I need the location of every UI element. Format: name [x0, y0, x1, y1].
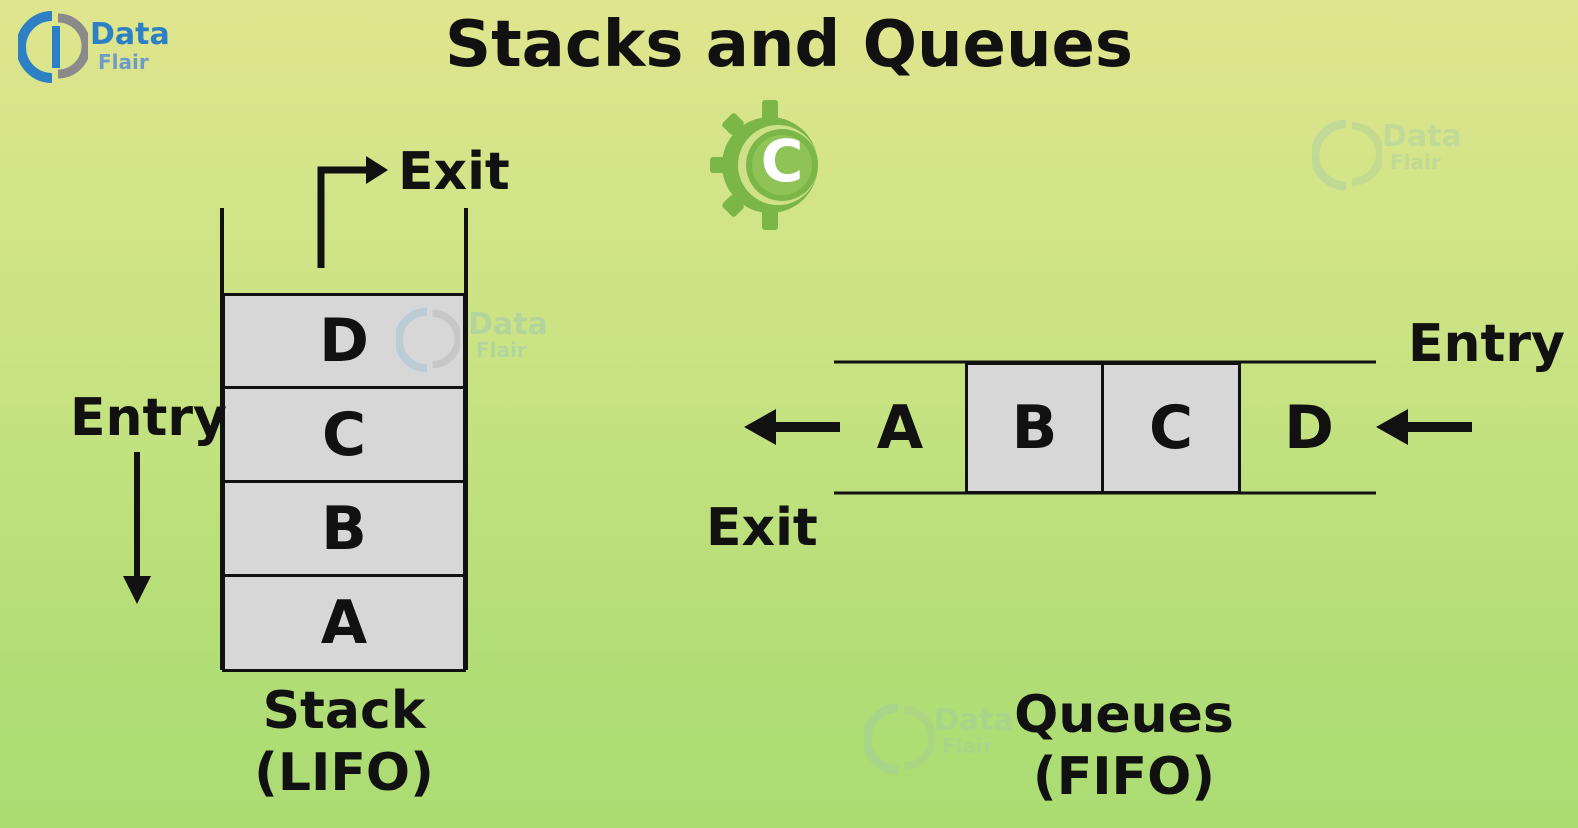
gear-icon [710, 100, 818, 230]
queue-cell-label: D [1284, 392, 1334, 463]
logo-subtext: Flair [98, 50, 149, 74]
queue-caption-title: Queues [1014, 685, 1234, 745]
stack-diagram: Exit D C B A Data Flair Entry Stack (LIF… [0, 0, 600, 828]
stack-exit-arrow-icon [317, 156, 388, 268]
watermark-logo-stack: Data Flair [396, 304, 556, 374]
logo-text: Data [90, 17, 170, 52]
queue-cell-label: A [876, 392, 924, 463]
stack-cell: B [222, 480, 466, 577]
stack-cell-label: C [321, 399, 367, 470]
stack-cell-label: A [320, 588, 368, 658]
queue-cell: C [1101, 362, 1241, 494]
stack-cell: A [222, 574, 466, 672]
queue-cell: D [1241, 363, 1377, 492]
watermark-text: Data [934, 703, 1014, 738]
queue-diagram: A B C D Exit Entry Queues (FIFO) [600, 0, 1578, 828]
stack-cell-label: D [319, 306, 369, 376]
stack-caption-subtitle: (LIFO) [254, 743, 434, 804]
page-title: Stacks and Queues [444, 8, 1134, 82]
stack-caption-title: Stack [262, 681, 426, 741]
watermark-text: Data [1382, 119, 1462, 154]
watermark-logo-bottom: Data Flair [864, 700, 1024, 780]
queue-caption: Queues (FIFO) [1014, 684, 1234, 809]
queue-cell: A [834, 363, 966, 492]
queue-entry-arrow-icon [1376, 409, 1472, 445]
stack-entry-arrow-icon [123, 452, 151, 604]
watermark-text: Data [468, 307, 548, 342]
dataflair-logo-icon [18, 11, 88, 83]
queue-cell-label: C [1148, 393, 1194, 463]
watermark-icon [1312, 119, 1382, 191]
stack-caption: Stack (LIFO) [224, 680, 464, 805]
c-language-badge: C [708, 94, 828, 236]
watermark-logo: Data Flair [1312, 116, 1472, 196]
stack-entry-label: Entry [70, 388, 227, 448]
badge-letter: C [760, 127, 804, 195]
watermark-icon [396, 307, 460, 373]
stack-cell: D [222, 293, 466, 389]
queue-caption-subtitle: (FIFO) [1032, 747, 1216, 808]
queue-entry-label: Entry [1408, 314, 1565, 374]
watermark-subtext: Flair [476, 338, 527, 362]
watermark-subtext: Flair [1390, 150, 1441, 174]
watermark-subtext: Flair [942, 734, 993, 758]
brand-logo: Data Flair [18, 8, 178, 88]
queue-cell-label: B [1011, 393, 1058, 463]
stack-cell: C [222, 386, 466, 483]
stack-cell-label: B [321, 493, 367, 564]
queue-exit-arrow-icon [744, 409, 840, 445]
watermark-icon [864, 703, 934, 775]
stack-exit-label: Exit [398, 142, 510, 202]
queue-cell: B [965, 362, 1104, 494]
queue-exit-label: Exit [706, 498, 818, 558]
